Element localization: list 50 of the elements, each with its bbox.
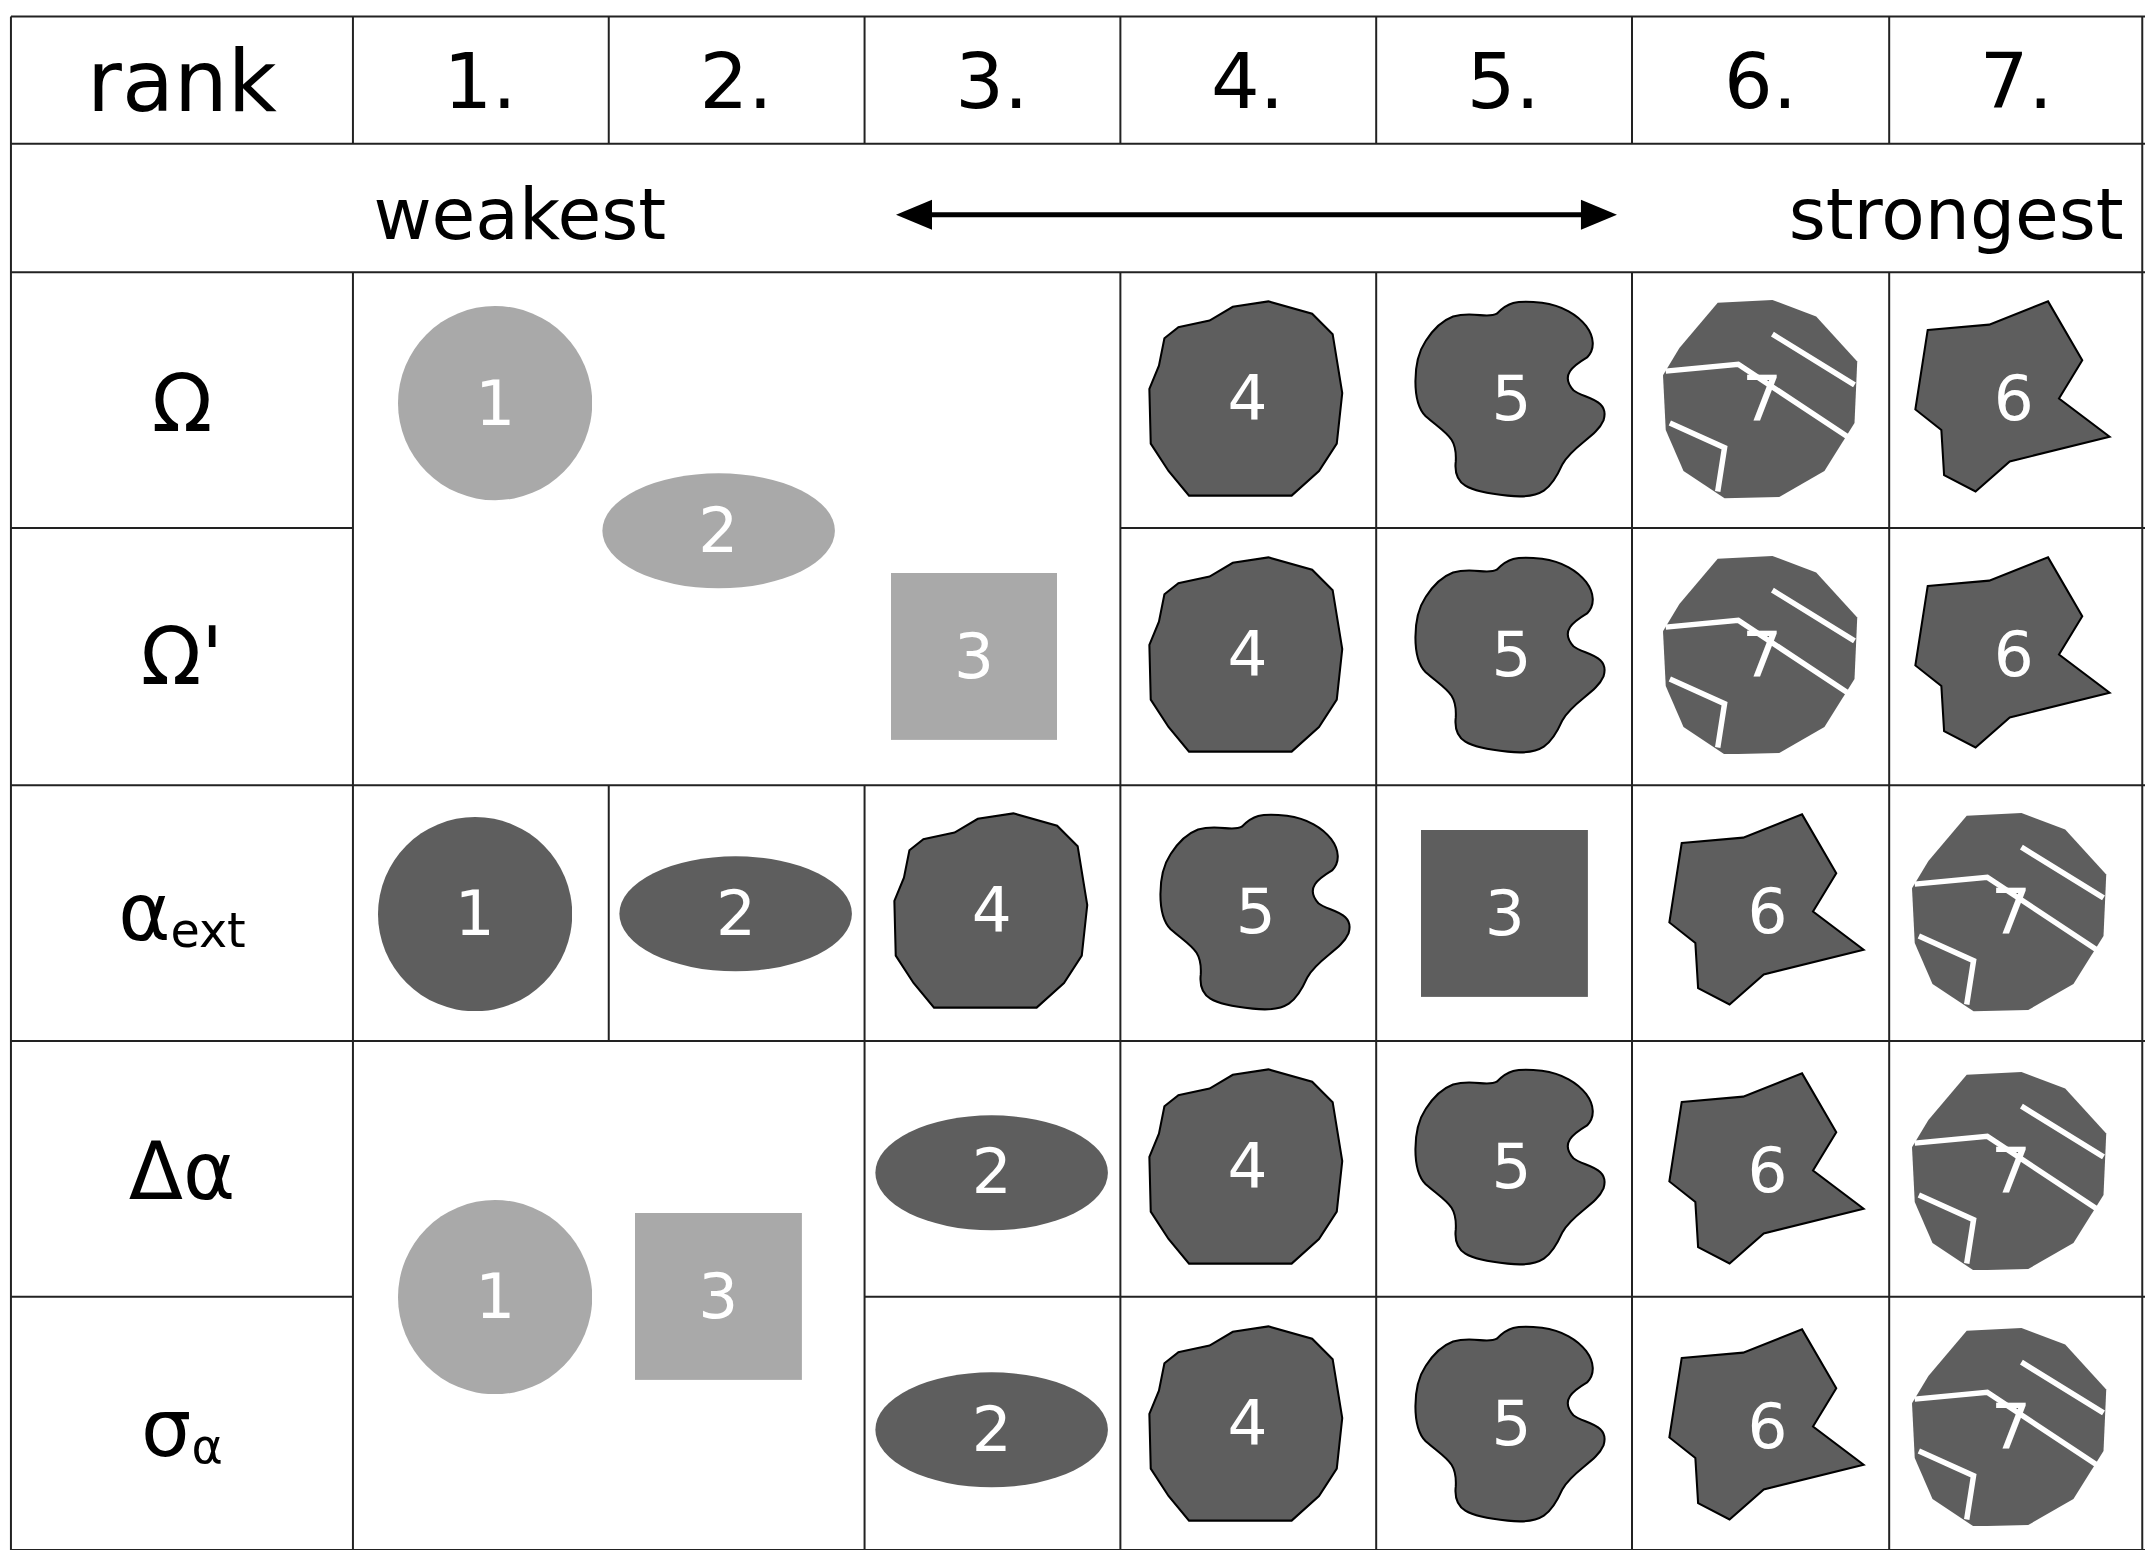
column-header: 2. [699,43,773,121]
shape-number: 6 [1747,1139,1788,1203]
shape-number: 5 [1235,881,1276,944]
shape-number: 4 [1227,1392,1268,1456]
shape-number: 2 [971,1140,1012,1204]
scale-label: weakest [373,179,667,251]
shape-number: 4 [1227,1135,1268,1199]
column-header: 7. [1979,43,2053,121]
row-header: α$_{ext}$ [118,872,246,955]
column-header: 6. [1724,43,1798,121]
shape-number: 4 [1227,623,1268,687]
circle-shape [398,1199,593,1394]
row-header: Δα [128,1132,236,1213]
circle-shape [377,816,572,1011]
ellipse-shape [874,1113,1110,1232]
column-header: 4. [1211,43,1285,121]
column-header: 1. [443,43,517,121]
ellipse-shape [600,471,836,590]
shape-number: 6 [1747,1395,1788,1459]
shape-number: 2 [715,882,756,946]
shape-number: 5 [1491,1392,1532,1456]
row-header: Ω' [140,616,224,697]
row-header: Ω [151,363,213,444]
shape-number: 2 [698,499,739,563]
column-header: 5. [1466,43,1540,121]
circle-shape [398,306,593,501]
ellipse-shape [874,1370,1110,1489]
shape-number: 5 [1491,1135,1532,1199]
column-header: 3. [955,43,1029,121]
shape-number: 4 [971,879,1012,943]
ellipse-shape [618,855,854,973]
shape-number: 6 [1993,368,2034,431]
shape-number: 1 [475,372,516,435]
shape-number: 1 [454,882,495,946]
shape-number: 3 [698,1265,739,1329]
row-header: σ$_{α}$ [141,1388,223,1471]
shape-number: 3 [953,625,994,689]
shape-number: 6 [1747,881,1788,944]
shape-number: 5 [1491,368,1532,431]
square-shape [634,1213,802,1381]
shape-number: 6 [1993,623,2034,687]
column-header: rank [87,39,277,125]
shape-number: 1 [475,1265,516,1329]
shape-number: 4 [1227,368,1268,431]
shape-number: 5 [1491,623,1532,687]
blob-shape [892,811,1091,1011]
shape-number: 3 [1484,882,1525,946]
square-shape [1421,830,1589,998]
shape-number: 2 [971,1398,1012,1461]
square-shape [890,573,1058,741]
